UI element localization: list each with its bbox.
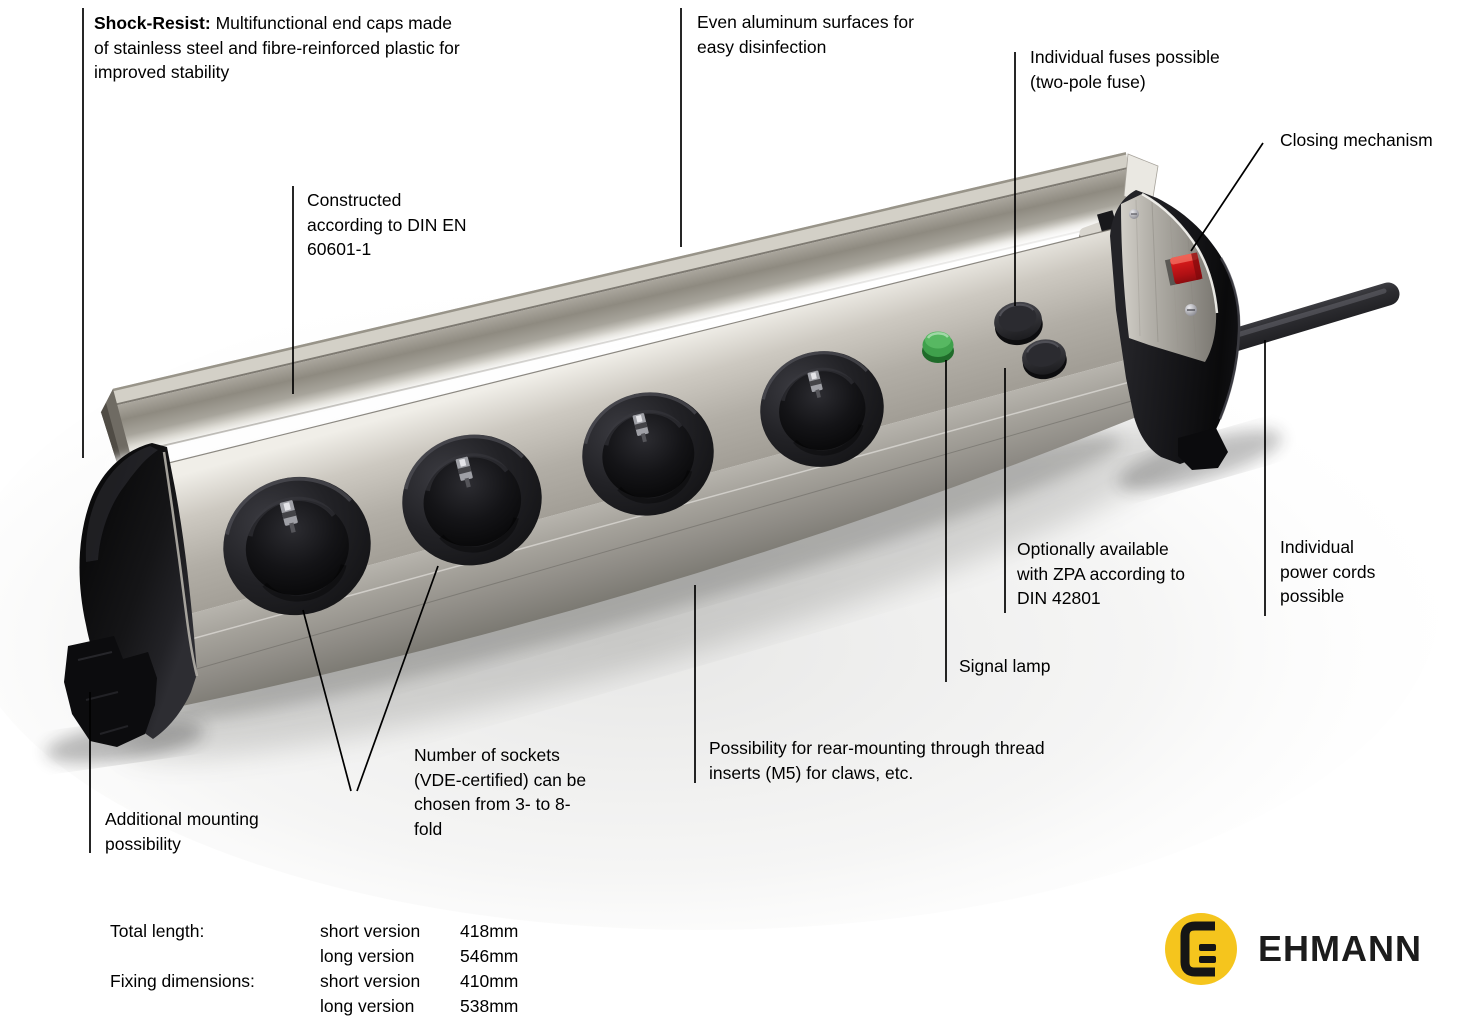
stainless-plate (1121, 192, 1219, 362)
earth-contact-icon (807, 370, 823, 399)
brand-name: EHMANN (1258, 928, 1422, 969)
annotation-fuses: Individual fuses possible (two-pole fuse… (1030, 47, 1220, 92)
signal-lamp (922, 331, 954, 363)
earth-contact-icon (632, 413, 649, 443)
socket-2 (402, 434, 542, 566)
spec-value: 538mm (460, 996, 519, 1016)
annotation-rear-mount: Possibility for rear-mounting through th… (709, 738, 1045, 783)
annotation-signal-lamp: Signal lamp (959, 656, 1051, 676)
spec-value: 418mm (460, 921, 519, 941)
spec-table: Total length: short version 418mm long v… (110, 919, 540, 1019)
annotation-shock-resist-term: Shock-Resist: (94, 13, 211, 33)
annotation-aluminum: Even aluminum surfaces for easy disinfec… (697, 12, 914, 57)
ehmann-logo-icon (1165, 913, 1237, 985)
spec-value: 546mm (460, 946, 519, 966)
spec-version: long version (320, 946, 415, 966)
socket-4 (760, 351, 884, 467)
annotation-constructed: Constructed according to DIN EN 60601-1 (307, 190, 467, 259)
spec-version: short version (320, 921, 421, 941)
leader-sockets-a (302, 609, 352, 792)
spec-label: Total length: (110, 921, 205, 941)
spec-label: Fixing dimensions: (110, 971, 255, 991)
end-cap-right (1110, 190, 1241, 470)
screw-icon (1129, 209, 1197, 316)
fuse-button-1 (994, 301, 1043, 346)
annotation-closing: Closing mechanism (1280, 130, 1433, 150)
spec-label (110, 994, 320, 1019)
spec-version: short version (320, 971, 421, 991)
leader-lines (82, 8, 1266, 853)
fuse-button-2 (1022, 339, 1067, 380)
annotation-power-cords: Individual power cords possible (1280, 537, 1376, 606)
leader-closing (1190, 142, 1264, 252)
leader-sockets-b (356, 565, 439, 792)
earth-contact-icon (455, 456, 473, 488)
annotation-num-sockets: Number of sockets (VDE-certified) can be… (414, 745, 587, 839)
spec-version: long version (320, 996, 415, 1016)
mounting-foot (64, 636, 157, 747)
closing-button (1164, 252, 1203, 286)
annotation-shock-resist: Shock-Resist: Multifunctional end caps m… (94, 13, 460, 82)
annotation-zpa: Optionally available with ZPA according … (1017, 539, 1185, 608)
brand-logo: EHMANN (1163, 910, 1422, 988)
socket-1 (223, 476, 371, 616)
earth-contact-icon (279, 500, 298, 533)
spec-label (110, 944, 320, 969)
spec-value: 410mm (460, 971, 519, 991)
specular-glow (110, 212, 1136, 476)
annotation-mounting: Additional mounting possibility (105, 809, 259, 854)
socket-3 (582, 392, 714, 516)
